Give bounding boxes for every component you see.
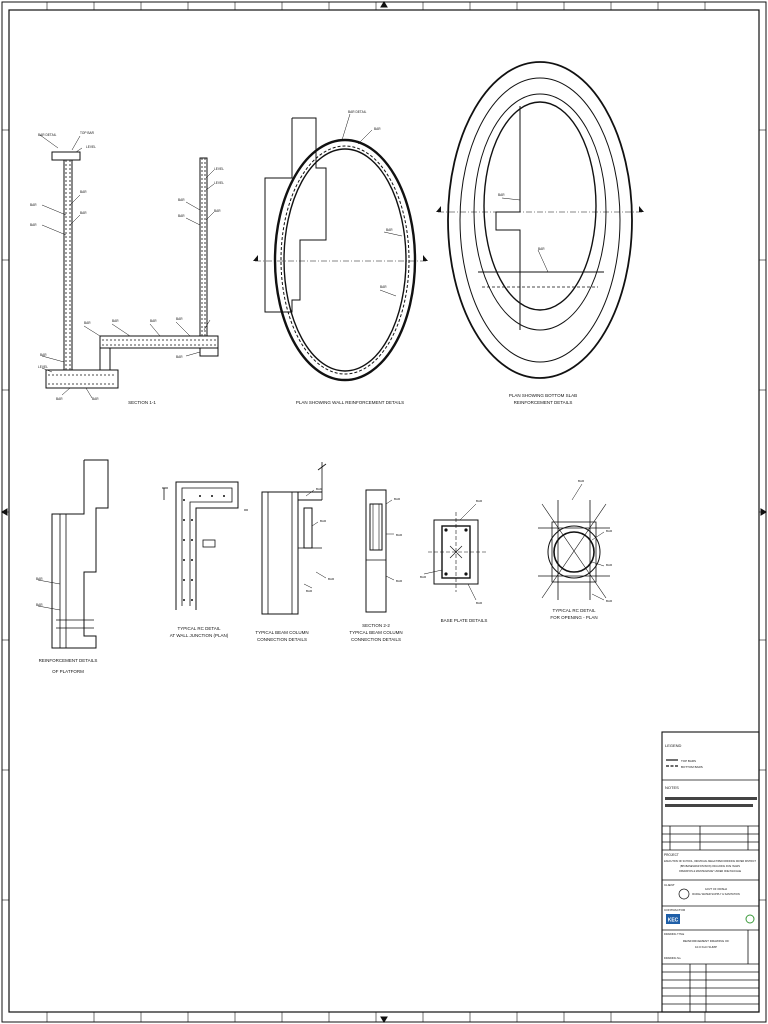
svg-text:BAR: BAR: [30, 203, 37, 207]
project-text-3: OPERATION & MAINTENANCE" UNDER ONE PACKA…: [679, 870, 742, 873]
plan-bottom-slab-drawing: BAR BAR PLAN SHOWING BOTTOM SLAB REINFORC…: [436, 61, 644, 405]
beam-column-connection-drawing: BAR BAR BAR BAR TYPICAL BEAM COLUMN CONNEC…: [255, 462, 335, 642]
svg-text:BAR: BAR: [374, 127, 381, 131]
plan-slab-title-2: REINFORCEMENT DETAILS: [514, 400, 573, 405]
svg-text:BAR DETAIL: BAR DETAIL: [348, 110, 367, 114]
svg-text:BAR: BAR: [578, 479, 585, 483]
section-1-1-title: SECTION 1-1: [128, 400, 156, 405]
kec-logo-icon: [666, 914, 680, 924]
contractor-heading: CONTRACTOR: [664, 908, 686, 912]
svg-text:BAR: BAR: [84, 321, 91, 325]
svg-text:BAR: BAR: [396, 579, 403, 583]
client-line-1: GOVT OF ODISHA: [705, 887, 728, 891]
platform-reinforcement-drawing: BAR BAR REINFORCEMENT DETAILS OF PLATFORM: [36, 459, 109, 674]
opening-title-1: TYPICAL RC DETAIL: [552, 608, 596, 613]
opening-detail-drawing: BAR BAR BAR BAR TYPICAL RC DETAIL FOR OPEN…: [538, 479, 613, 620]
svg-text:BAR: BAR: [36, 603, 43, 607]
svg-text:BAR: BAR: [306, 589, 313, 593]
svg-text:BAR: BAR: [112, 319, 119, 323]
svg-text:BAR: BAR: [214, 209, 221, 213]
svg-text:BAR: BAR: [328, 577, 335, 581]
svg-text:BAR: BAR: [56, 397, 63, 401]
svg-text:BAR: BAR: [396, 533, 403, 537]
section-2-2-title-3: CONNECTION DETAILS: [351, 637, 401, 642]
svg-text:BAR: BAR: [380, 285, 387, 289]
base-plate-title: BASE PLATE DETAILS: [441, 618, 488, 623]
svg-text:BAR: BAR: [178, 198, 185, 202]
svg-text:BAR: BAR: [150, 319, 157, 323]
drawing-title-line-2: 10.0 KLD SUMP: [695, 945, 717, 949]
plan-wall-reinforcement-drawing: BAR DETAIL BAR BAR BAR PLAN SHOWING WALL R…: [253, 110, 428, 405]
svg-text:BAR DETAIL: BAR DETAIL: [38, 133, 57, 137]
svg-text:TOP BAR: TOP BAR: [80, 131, 95, 135]
project-text-2: (BHUBANESWAR DIVISION) INCLUDING FIVE YE…: [680, 865, 740, 868]
notes-heading: NOTES: [665, 785, 679, 790]
svg-text:BAR: BAR: [92, 397, 99, 401]
svg-text:BAR: BAR: [320, 519, 327, 523]
svg-text:LEVEL: LEVEL: [38, 365, 48, 369]
legend-top-bars: TOP BARS: [681, 759, 696, 763]
svg-text:BAR: BAR: [498, 193, 505, 197]
client-line-2: RURAL WATER SUPPLY & SANITATION: [692, 892, 740, 896]
drawing-number-heading: DRAWING No.: [664, 956, 681, 960]
beam-col-title-2: CONNECTION DETAILS: [257, 637, 307, 642]
svg-text:LEVEL: LEVEL: [214, 167, 224, 171]
legend-heading: LEGEND: [665, 743, 682, 748]
svg-text:BAR: BAR: [36, 577, 43, 581]
beam-col-title-1: TYPICAL BEAM COLUMN: [255, 630, 308, 635]
svg-text:BAR: BAR: [476, 499, 483, 503]
svg-text:BAR: BAR: [606, 563, 613, 567]
client-heading: CLIENT: [664, 883, 675, 887]
plan-slab-title-1: PLAN SHOWING BOTTOM SLAB: [509, 393, 577, 398]
svg-text:BAR: BAR: [80, 190, 87, 194]
svg-text:BAR: BAR: [386, 228, 393, 232]
svg-text:BAR: BAR: [40, 353, 47, 357]
section-2-2-title-1: SECTION 2-2: [362, 623, 390, 628]
rc-wall-junction-drawing: TYPICAL RC DETAIL AT WALL JUNCTION (PLAN…: [162, 481, 248, 638]
svg-text:BAR: BAR: [420, 575, 427, 579]
project-text-1: EXECUTION OF SCHOOL, INDIVIDUAL MEGA PIP…: [664, 860, 756, 863]
platform-title-1: REINFORCEMENT DETAILS: [39, 658, 98, 663]
drawing-title-line-1: REINFORCEMENT DRAWING OF: [683, 939, 730, 943]
svg-text:LEVEL: LEVEL: [214, 181, 224, 185]
rc-wall-title-2: AT WALL JUNCTION (PLAN): [170, 633, 229, 638]
plan-wall-title: PLAN SHOWING WALL REINFORCEMENT DETAILS: [296, 400, 404, 405]
section-2-2-drawing: BAR BAR BAR SECTION 2-2 TYPICAL BEAM COLUM…: [349, 489, 403, 642]
svg-text:BAR: BAR: [178, 214, 185, 218]
base-plate-drawing: BAR BAR BAR BASE PLATE DETAILS: [420, 499, 487, 623]
svg-text:LEVEL: LEVEL: [86, 145, 96, 149]
contractor-logo-text: KEC: [668, 918, 679, 924]
svg-text:BAR: BAR: [606, 599, 613, 603]
drawing-title-heading: DRAWING TITLE: [664, 932, 684, 936]
legend-bottom-bars: BOTTOM BARS: [681, 765, 703, 769]
rc-wall-title-1: TYPICAL RC DETAIL: [177, 626, 221, 631]
svg-text:BAR: BAR: [80, 211, 87, 215]
partner-logo-icon: [745, 914, 755, 924]
svg-text:BAR: BAR: [606, 529, 613, 533]
opening-title-2: FOR OPENING - PLAN: [550, 615, 597, 620]
svg-text:BAR: BAR: [316, 487, 323, 491]
govt-emblem-icon: [678, 888, 690, 900]
section-1-1-drawing: BAR DETAIL TOP BAR LEVEL BAR BAR BAR BAR BA…: [30, 131, 224, 405]
project-heading: PROJECT: [664, 853, 679, 857]
svg-text:BAR: BAR: [476, 601, 483, 605]
svg-text:BAR: BAR: [538, 247, 545, 251]
svg-text:BAR: BAR: [176, 317, 183, 321]
title-block: LEGEND TOP BARS BOTTOM BARS NOTES PROJEC…: [661, 731, 760, 1013]
platform-title-2: OF PLATFORM: [52, 669, 84, 674]
svg-text:BAR: BAR: [176, 355, 183, 359]
svg-text:BAR: BAR: [30, 223, 37, 227]
svg-text:BAR: BAR: [394, 497, 401, 501]
section-2-2-title-2: TYPICAL BEAM COLUMN: [349, 630, 402, 635]
